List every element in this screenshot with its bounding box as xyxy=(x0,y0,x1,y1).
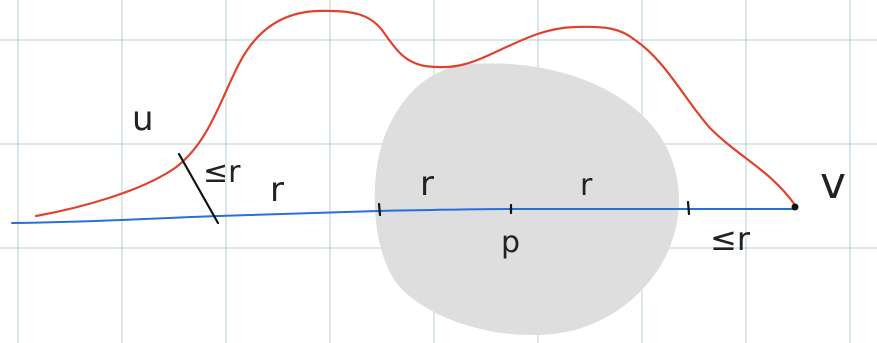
gray-disk xyxy=(374,63,679,336)
tick-right xyxy=(686,200,691,216)
label-le-r-left: ≤r xyxy=(203,155,241,190)
tick-left xyxy=(377,202,382,217)
red-curve xyxy=(34,9,797,218)
label-v: v xyxy=(820,158,846,209)
endpoint-dot xyxy=(791,203,799,211)
slanted-tick xyxy=(177,152,220,225)
label-le-r-right: ≤r xyxy=(710,220,751,258)
label-r-1: r xyxy=(270,170,284,210)
label-u: u xyxy=(132,99,154,139)
label-r-2: r xyxy=(420,164,434,204)
blue-segment xyxy=(11,207,796,224)
label-p: p xyxy=(501,225,520,260)
label-r-3: r xyxy=(580,168,593,203)
ticks xyxy=(177,152,691,225)
